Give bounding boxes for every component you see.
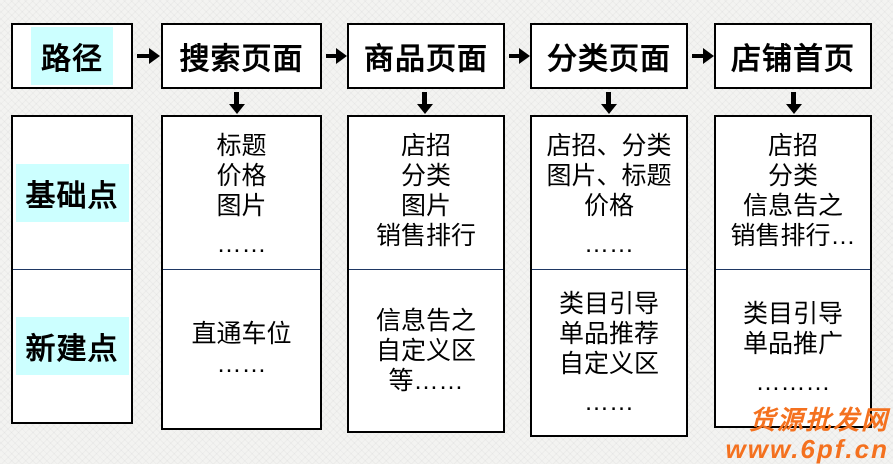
base-points-section: 店招 分类 图片 销售排行	[349, 117, 503, 270]
base-points-section: 店招、分类 图片、标题 价格 ……	[532, 117, 686, 270]
column-product-page: 店招 分类 图片 销售排行 信息告之 自定义区 等……	[347, 115, 505, 433]
node-category-page: 分类页面	[530, 23, 688, 89]
ellipsis-text: ……	[584, 230, 634, 258]
column-row-labels: 基础点 新建点	[11, 115, 133, 424]
new-point-item: 等……	[388, 366, 464, 395]
arrow-down-icon	[416, 92, 433, 114]
arrow-right-icon	[137, 47, 160, 64]
new-point-item: 类目引导	[742, 300, 843, 328]
node-product-page: 商品页面	[347, 23, 505, 89]
base-point-item: 图片、标题	[546, 162, 672, 190]
new-point-item: 直通车位	[191, 320, 292, 348]
watermark-site-name: 货源批发网	[748, 405, 889, 435]
column-category-page: 店招、分类 图片、标题 价格 …… 类目引导 单品推荐 自定义区 ……	[530, 115, 688, 437]
new-point-item: 类目引导	[558, 289, 659, 318]
ellipsis-text: ……	[584, 387, 634, 416]
base-points-section: 店招 分类 信息告之 销售排行…	[716, 117, 870, 270]
watermark: 货源批发网 www.6pf.cn	[726, 406, 890, 464]
watermark-site-url: www.6pf.cn	[725, 434, 889, 464]
new-points-section: 类目引导 单品推广 ………	[716, 270, 870, 426]
base-point-item: 销售排行	[375, 222, 476, 250]
base-point-item: 销售排行…	[730, 222, 856, 250]
base-point-item: 分类	[400, 162, 451, 190]
arrow-down-icon	[785, 92, 802, 114]
base-point-item: 信息告之	[742, 192, 843, 220]
new-point-item: 自定义区	[558, 349, 659, 378]
ellipsis-text: ……	[216, 230, 267, 258]
base-point-item: 价格	[583, 192, 634, 220]
new-point-item: 自定义区	[375, 336, 476, 365]
new-point-item: 信息告之	[375, 306, 476, 335]
column-search-page: 标题 价格 图片 …… 直通车位 ……	[161, 115, 322, 430]
arrow-down-icon	[600, 92, 617, 114]
base-point-item: 价格	[216, 162, 267, 190]
new-points-label: 新建点	[15, 317, 129, 375]
node-shop-home-page: 店铺首页	[714, 23, 872, 89]
column-shop-home-page: 店招 分类 信息告之 销售排行… 类目引导 单品推广 ………	[714, 115, 872, 428]
base-point-item: 店招、分类	[546, 132, 672, 160]
ellipsis-text: ……	[216, 350, 267, 378]
node-path-label: 路径	[11, 23, 133, 89]
new-point-item: 单品推荐	[558, 319, 659, 348]
new-point-item: 单品推广	[742, 330, 843, 358]
node-title: 店铺首页	[731, 43, 855, 76]
new-points-section: 类目引导 单品推荐 自定义区 ……	[532, 270, 686, 435]
base-point-item: 图片	[216, 192, 267, 220]
new-points-section: 信息告之 自定义区 等……	[349, 270, 503, 431]
base-points-section: 标题 价格 图片 ……	[163, 117, 320, 270]
arrow-right-icon	[326, 47, 347, 64]
path-label-text: 路径	[31, 27, 113, 85]
node-title: 分类页面	[547, 43, 671, 76]
arrow-down-icon	[228, 92, 245, 114]
base-points-label-cell: 基础点	[13, 117, 131, 270]
base-point-item: 标题	[216, 132, 267, 160]
arrow-right-icon	[509, 47, 530, 64]
arrow-right-icon	[692, 47, 714, 64]
node-title: 商品页面	[364, 43, 488, 76]
node-title: 搜索页面	[179, 43, 304, 76]
base-point-item: 分类	[767, 162, 818, 190]
node-search-page: 搜索页面	[161, 23, 322, 89]
base-point-item: 店招	[400, 132, 451, 160]
base-point-item: 店招	[767, 132, 818, 160]
new-points-label-cell: 新建点	[13, 270, 131, 422]
base-points-label: 基础点	[15, 164, 129, 222]
ellipsis-text: ………	[755, 368, 831, 396]
base-point-item: 图片	[400, 192, 451, 220]
new-points-section: 直通车位 ……	[163, 270, 320, 428]
